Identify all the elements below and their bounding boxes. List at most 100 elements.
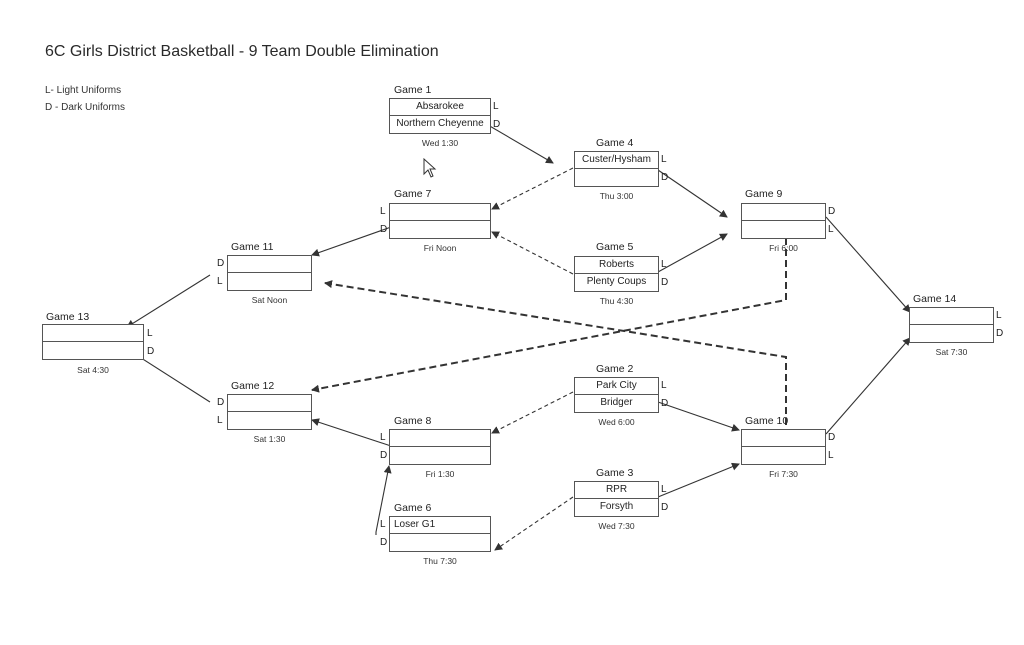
team-slot-bottom: Forsyth [574, 499, 659, 517]
uniform-side-bottom: D [147, 346, 155, 357]
uniform-side-bottom: L [217, 415, 223, 426]
team-slot-top: Roberts [574, 256, 659, 274]
connector-g9-loser-g12 [311, 238, 787, 393]
uniform-side-bottom: D [661, 398, 669, 409]
game-label: Game 12 [231, 380, 275, 392]
uniform-side-top: L [661, 259, 667, 270]
team-slot-bottom [42, 342, 144, 360]
game-label: Game 3 [596, 467, 634, 479]
team-slot-bottom [909, 325, 994, 343]
game-label: Game 4 [596, 137, 634, 149]
team-slot-top [389, 429, 491, 447]
game-time: Sat 4:30 [77, 365, 109, 375]
uniform-side-bottom: D [996, 328, 1004, 339]
game-time: Wed 7:30 [598, 521, 635, 531]
uniform-side-bottom: D [380, 537, 388, 548]
uniform-side-bottom: D [661, 172, 669, 183]
uniform-side-top: L [147, 328, 153, 339]
team-slot-top [42, 324, 144, 342]
team-slot-bottom [741, 447, 826, 465]
game-time: Sat 1:30 [253, 434, 286, 444]
team-slot-top: RPR [574, 481, 659, 499]
connector-g5-loser-g7 [491, 231, 574, 275]
game-time: Fri 1:30 [425, 469, 455, 479]
game-label: Game 13 [46, 311, 90, 323]
team-slot-bottom: Plenty Coups [574, 274, 659, 292]
game-label: Game 6 [394, 502, 432, 514]
game-label: Game 1 [394, 84, 432, 96]
game-time: Fri 6:00 [769, 243, 798, 253]
uniform-side-top: L [493, 101, 499, 112]
team-slot-bottom [741, 221, 826, 239]
uniform-side-top: L [380, 206, 386, 217]
game-label: Game 2 [596, 363, 634, 375]
game-time: Wed 6:00 [598, 417, 635, 427]
team-slot-top: Custer/Hysham [574, 151, 659, 169]
connector-g10-loser-g11 [324, 280, 787, 425]
connector-g11-g13 [126, 274, 211, 328]
game-time: Thu 3:00 [599, 191, 634, 201]
page-title: 6C Girls District Basketball - 9 Team Do… [45, 43, 439, 60]
connector-g10-g14 [825, 337, 911, 435]
connector-g5-g9 [657, 233, 728, 273]
game-label: Game 9 [745, 188, 783, 200]
team-slot-top [227, 255, 312, 273]
connector-g6-g8 [375, 465, 392, 535]
uniform-side-bottom: D [661, 277, 669, 288]
uniform-side-top: D [217, 258, 225, 269]
team-slot-top: Absarokee [389, 98, 491, 116]
team-slot-bottom [227, 273, 312, 291]
connector-g7-g11 [311, 225, 395, 257]
connector-g8-g12 [311, 418, 395, 448]
uniform-side-bottom: L [828, 224, 834, 235]
team-slot-bottom [574, 169, 659, 187]
team-slot-top [389, 203, 491, 221]
game-time: Thu 4:30 [599, 296, 634, 306]
legend-dark: D - Dark Uniforms [45, 102, 126, 113]
uniform-side-top: L [996, 310, 1002, 321]
game-label: Game 5 [596, 241, 634, 253]
connector-g3-loser-g6 [494, 496, 574, 551]
uniform-side-top: L [380, 432, 386, 443]
game-time: Wed 1:30 [421, 138, 459, 148]
game-time: Fri 7:30 [769, 469, 798, 479]
team-slot-top: Park City [574, 377, 659, 395]
uniform-side-top: L [661, 484, 667, 495]
connector-g9-g14 [825, 216, 911, 313]
uniform-side-top: L [661, 380, 667, 391]
game-label: Game 11 [231, 241, 274, 253]
team-slot-top [741, 429, 826, 447]
team-slot-bottom [389, 447, 491, 465]
team-slot-top [741, 203, 826, 221]
connector-g4-loser-g7 [491, 167, 574, 210]
connector-g4-g9 [657, 169, 728, 218]
game-time: Sat Noon [251, 295, 288, 305]
uniform-side-top: D [828, 206, 836, 217]
team-slot-bottom: Bridger [574, 395, 659, 413]
game-label: Game 10 [745, 415, 789, 427]
legend-light: L- Light Uniforms [45, 85, 122, 96]
team-slot-bottom [227, 412, 312, 430]
connector-g2-g10 [657, 401, 740, 432]
uniform-side-bottom: D [380, 224, 388, 235]
uniform-side-bottom: L [217, 276, 223, 287]
uniform-side-bottom: D [380, 450, 388, 461]
game-label: Game 14 [913, 293, 957, 305]
uniform-side-top: L [661, 154, 667, 165]
team-slot-top: Loser G1 [389, 516, 491, 534]
uniform-side-bottom: D [661, 502, 669, 513]
uniform-side-top: L [380, 519, 386, 530]
team-slot-top [227, 394, 312, 412]
game-label: Game 8 [394, 415, 432, 427]
uniform-side-bottom: D [493, 119, 501, 130]
uniform-side-top: D [217, 397, 225, 408]
game-time: Sat 7:30 [935, 347, 968, 357]
team-slot-bottom: Northern Cheyenne [389, 116, 491, 134]
connector-g3-g10 [657, 462, 740, 498]
game-time: Fri Noon [423, 243, 457, 253]
game-label: Game 7 [394, 188, 432, 200]
mouse-cursor-icon [423, 158, 437, 178]
team-slot-bottom [389, 221, 491, 239]
uniform-side-top: D [828, 432, 836, 443]
